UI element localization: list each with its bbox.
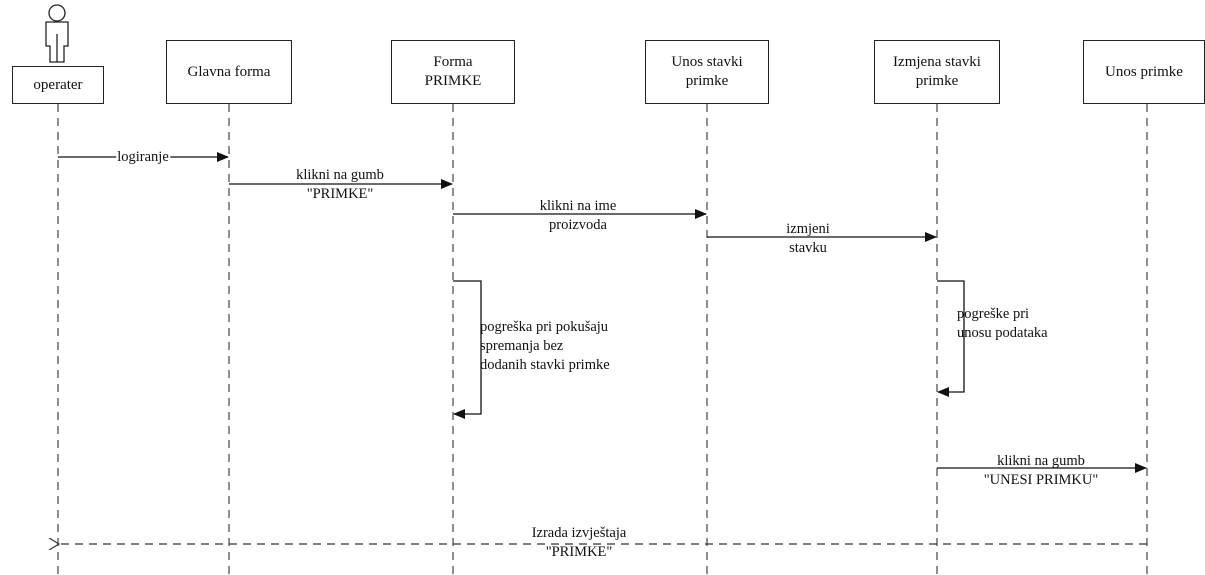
message-label-pogreska-forma: pogreška pri pokušaju spremanja bez doda… bbox=[480, 319, 610, 373]
message-label-pogreske-izmjena: pogreške pri unosu podataka bbox=[957, 306, 1048, 341]
message-label-klikni-ime-proizvoda: klikni na ime proizvoda bbox=[539, 198, 617, 233]
participant-glavna-forma: Glavna forma bbox=[166, 40, 292, 104]
participant-unos-stavki: Unos stavki primke bbox=[645, 40, 769, 104]
actor-figure bbox=[45, 4, 69, 63]
self-message-pogreske-izmjena bbox=[937, 280, 965, 397]
participant-unos-primke: Unos primke bbox=[1083, 40, 1205, 104]
message-label-unesi-primku: klikni na gumb "UNESI PRIMKU" bbox=[983, 453, 1099, 488]
participant-izmjena-stavki: Izmjena stavki primke bbox=[874, 40, 1000, 104]
self-message-pogreska-forma bbox=[453, 280, 482, 419]
message-label-izrada-izvjestaja: Izrada izvještaja "PRIMKE" bbox=[531, 525, 627, 560]
message-label-izmjeni-stavku: izmjeni stavku bbox=[786, 221, 830, 256]
message-label-klikni-primke: klikni na gumb "PRIMKE" bbox=[296, 167, 384, 202]
participant-forma-primke: Forma PRIMKE bbox=[391, 40, 515, 104]
message-label-logiranje: logiranje bbox=[116, 148, 170, 167]
participant-operater: operater bbox=[12, 66, 104, 104]
